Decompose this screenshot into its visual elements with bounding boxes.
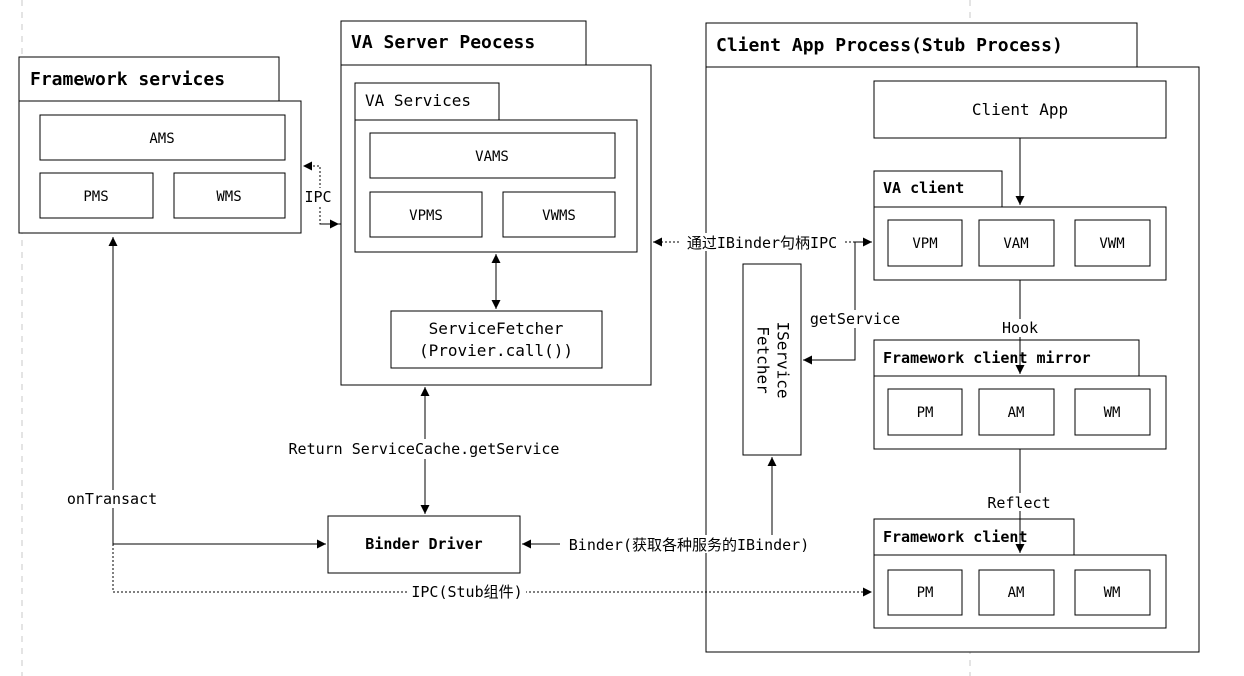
framework-services-group: Framework services AMS PMS WMS [18,56,302,234]
client-am-box [978,569,1055,616]
service-fetcher-box [390,310,603,369]
get-service-arrow [803,241,872,365]
get-service-label: getService [810,310,900,328]
client-pm-box [887,569,963,616]
hook-label: Hook [1002,319,1038,337]
mirror-pm-label: PM [917,405,934,421]
return-cache-label-bg [284,439,564,459]
vams-box [369,132,616,179]
mirror-pm-box [887,388,963,436]
wms-box [173,172,286,219]
binder-services-label: Binder(获取各种服务的IBinder) [569,536,809,554]
iservice-fetcher-box [742,263,802,456]
vpm-label: VPM [912,236,937,252]
vwm-box [1074,219,1151,267]
ams-box [39,114,286,161]
ibinder-ipc-label-bg [680,233,844,251]
va-client-tab [873,170,1003,208]
ibinder-ipc-label: 通过IBinder句柄IPC [687,234,837,252]
binder-driver-box [327,515,521,574]
wms-label: WMS [216,189,241,205]
client-app-label: Client App [972,100,1068,119]
reflect-label-bg [984,493,1054,511]
reflect-label: Reflect [987,494,1050,512]
mirror-am-label: AM [1008,405,1025,421]
iservice-fetcher-line2: Fetcher [754,326,773,394]
ipc-label-bg [303,188,335,206]
va-services-tab [354,82,500,121]
iservice-fetcher-line1: IService [774,321,793,398]
client-process-group: Client App Process(Stub Process) Client … [705,22,1200,653]
hook-label-bg [998,319,1042,337]
ipc-label: IPC [304,188,331,206]
framework-services-title: Framework services [30,69,225,90]
mirror-wm-label: WM [1104,405,1121,421]
service-fetcher-line1: ServiceFetcher [429,319,564,338]
ipc-stub-arrow [112,544,872,597]
client-wm-label: WM [1104,585,1121,601]
on-transact-label: onTransact [67,490,157,508]
binder-driver-label: Binder Driver [365,535,482,553]
mirror-wm-box [1074,388,1151,436]
client-process-tab [705,22,1138,68]
pms-label: PMS [83,189,108,205]
ams-label: AMS [149,131,174,147]
client-pm-label: PM [917,585,934,601]
vpms-box [369,191,483,238]
vwms-label: VWMS [542,208,576,224]
va-services-title: VA Services [365,91,471,110]
framework-client-title: Framework client [883,528,1028,546]
on-transact-label-bg [63,490,161,508]
pms-box [39,172,154,219]
ipc-stub-label: IPC(Stub组件) [411,583,522,601]
get-service-label-bg [808,310,902,328]
vwms-box [502,191,616,238]
va-server-group: VA Server Peocess VA Services VAMS VPMS … [340,20,652,386]
vwm-label: VWM [1099,236,1124,252]
ipc-stub-label-bg [408,583,526,601]
va-server-tab [340,20,587,66]
framework-client-mirror-title: Framework client mirror [883,349,1091,367]
binder-services-label-bg [560,535,818,553]
client-am-label: AM [1008,585,1025,601]
framework-client-mirror-tab [873,339,1140,377]
va-server-title: VA Server Peocess [351,32,535,53]
service-fetcher-line2: (Provier.call()) [419,341,573,360]
mirror-am-box [978,388,1055,436]
client-app-box [873,80,1167,139]
vam-label: VAM [1003,236,1028,252]
client-wm-box [1074,569,1151,616]
va-client-title: VA client [883,179,964,197]
vpm-box [887,219,963,267]
return-cache-label: Return ServiceCache.getService [289,440,560,458]
vam-box [978,219,1055,267]
client-process-title: Client App Process(Stub Process) [716,35,1063,56]
vpms-label: VPMS [409,208,443,224]
vams-label: VAMS [475,149,509,165]
